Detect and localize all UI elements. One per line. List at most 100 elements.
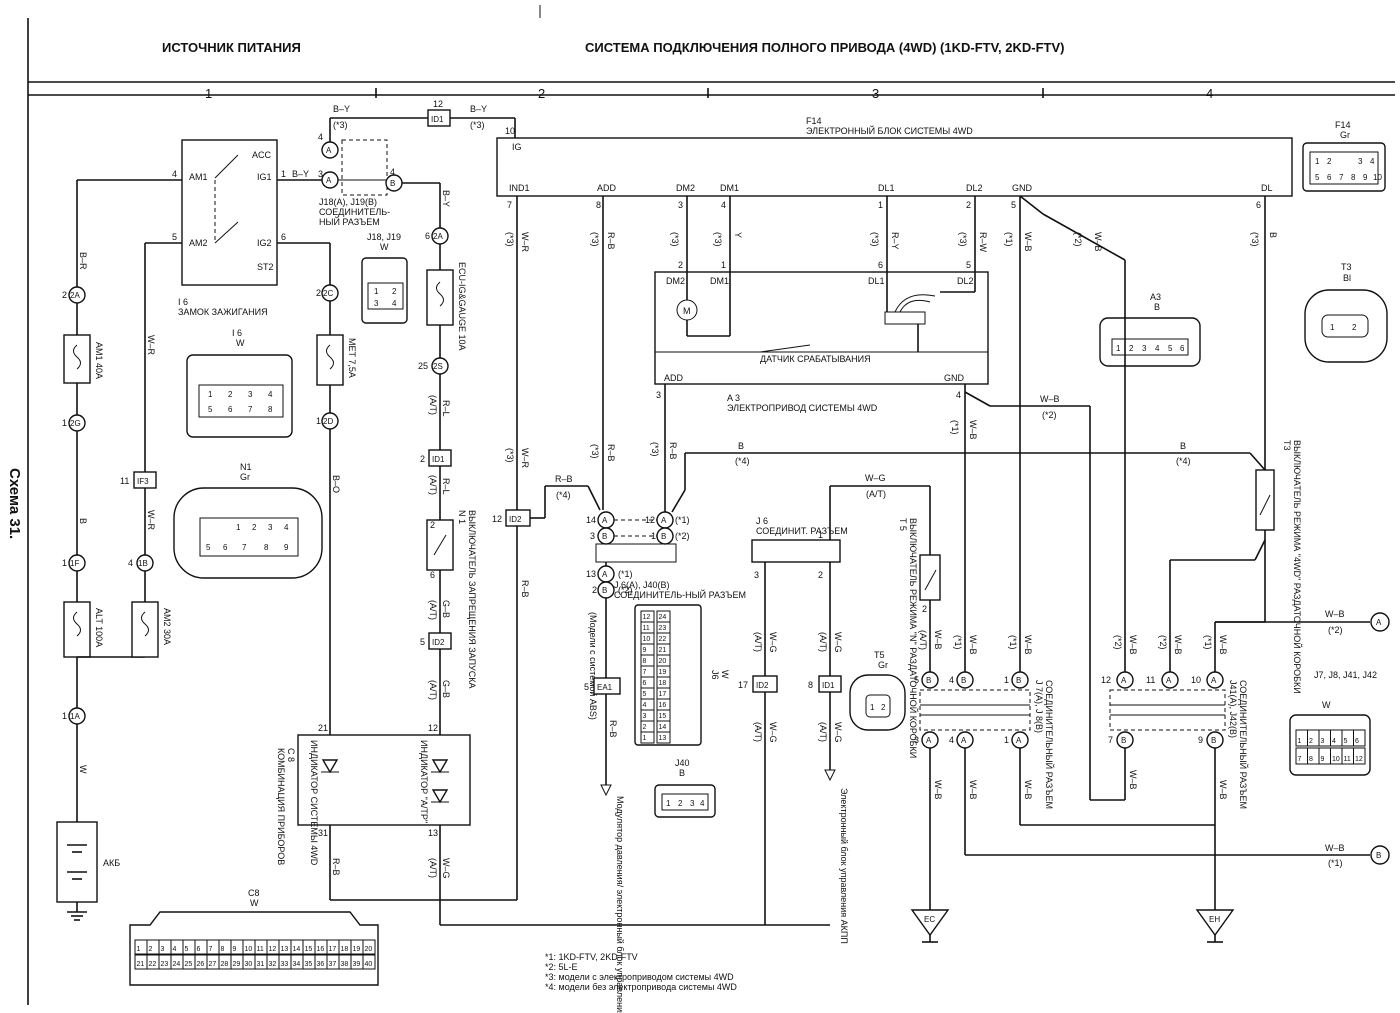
connector-pin-label: 10 <box>1332 756 1340 763</box>
svg-text:(*3): (*3) <box>505 232 515 247</box>
svg-text:3: 3 <box>318 169 323 179</box>
svg-text:4: 4 <box>956 390 961 400</box>
connector-pin-label: 6 <box>197 946 201 953</box>
svg-text:5: 5 <box>914 675 919 685</box>
svg-text:2D: 2D <box>323 417 333 426</box>
section-title-power: ИСТОЧНИК ПИТАНИЯ <box>162 40 301 55</box>
svg-text:W–B: W–B <box>1040 394 1060 404</box>
svg-text:3: 3 <box>656 390 661 400</box>
connector-pin-label: 14 <box>659 724 667 731</box>
svg-text:(*1): (*1) <box>950 420 960 435</box>
svg-text:1B: 1B <box>138 559 148 568</box>
svg-text:(*1): (*1) <box>1328 858 1343 868</box>
svg-text:GND: GND <box>1012 183 1033 193</box>
svg-text:R–B: R–B <box>608 720 618 738</box>
svg-text:Bl: Bl <box>1343 273 1351 283</box>
svg-text:5: 5 <box>1315 173 1320 182</box>
connector-pin-label: 40 <box>365 961 373 968</box>
svg-text:J18(A), J19(B): J18(A), J19(B) <box>319 197 377 207</box>
indicator-4wd-led <box>321 759 339 774</box>
svg-text:A: A <box>1016 736 1022 745</box>
connector-pin-label: 9 <box>1321 756 1325 763</box>
svg-text:5: 5 <box>206 543 211 552</box>
fuse-am2 <box>131 601 159 658</box>
connector-pin-label: 8 <box>1309 756 1313 763</box>
connector-pin-label: 19 <box>659 669 667 676</box>
connector-pin-label: 30 <box>245 961 253 968</box>
t3-switch <box>1255 469 1275 531</box>
connector-pin-label: 16 <box>317 946 325 953</box>
svg-text:(*2): (*2) <box>1042 410 1057 420</box>
svg-text:A: A <box>1166 676 1172 685</box>
svg-text:(Модели с системой ABS): (Модели с системой ABS) <box>588 612 598 720</box>
note-1: *1: 1KD-FTV, 2KD-FTV <box>545 952 638 962</box>
svg-text:2: 2 <box>392 287 397 296</box>
svg-text:4: 4 <box>128 558 133 568</box>
svg-text:(*3): (*3) <box>590 444 600 459</box>
svg-text:7: 7 <box>248 405 253 414</box>
note-4: *4: модели без электропривода системы 4W… <box>545 982 737 992</box>
svg-text:2: 2 <box>1327 157 1332 166</box>
connector-pin-label: 13 <box>659 735 667 742</box>
svg-text:I 6: I 6 <box>178 297 188 307</box>
svg-text:T 5: T 5 <box>898 518 908 531</box>
svg-text:СОЕДИНИТЕЛЬ-: СОЕДИНИТЕЛЬ- <box>319 207 390 217</box>
svg-text:4: 4 <box>392 299 397 308</box>
svg-text:B: B <box>679 768 685 778</box>
svg-text:7: 7 <box>1339 173 1344 182</box>
svg-text:A: A <box>602 570 608 579</box>
svg-text:2: 2 <box>678 260 683 270</box>
svg-text:1: 1 <box>818 530 823 540</box>
svg-text:3: 3 <box>1358 157 1363 166</box>
svg-text:(*1): (*1) <box>953 635 963 650</box>
svg-text:9: 9 <box>1363 173 1368 182</box>
svg-text:Электронный блок управления АК: Электронный блок управления АКПП <box>839 788 849 944</box>
svg-text:DL2: DL2 <box>957 276 974 286</box>
svg-text:W–B: W–B <box>1023 780 1033 800</box>
connector-pin-label: 22 <box>659 636 667 643</box>
svg-text:(*3): (*3) <box>590 232 600 247</box>
svg-text:5: 5 <box>208 405 213 414</box>
svg-text:J40: J40 <box>675 758 690 768</box>
connector-pin-label: 15 <box>659 713 667 720</box>
svg-text:J 6(A), J40(B): J 6(A), J40(B) <box>614 580 670 590</box>
svg-text:J18, J19: J18, J19 <box>367 232 401 242</box>
connector-pin-label: 5 <box>185 946 189 953</box>
battery <box>56 821 98 903</box>
svg-text:1: 1 <box>1116 344 1121 353</box>
connector-pin-label: 2 <box>1309 738 1313 745</box>
connector-pin-label: 19 <box>353 946 361 953</box>
svg-text:(*2): (*2) <box>675 531 690 541</box>
svg-text:B–Y: B–Y <box>441 190 451 207</box>
svg-text:ЭЛЕКТРОПРИВОД СИСТЕМЫ 4WD: ЭЛЕКТРОПРИВОД СИСТЕМЫ 4WD <box>727 403 878 413</box>
connector-pin-label: 23 <box>659 625 667 632</box>
fuse-met <box>316 334 344 386</box>
svg-text:5: 5 <box>1168 344 1173 353</box>
svg-text:B: B <box>1376 851 1381 860</box>
svg-text:9: 9 <box>1198 735 1203 745</box>
svg-text:A: A <box>326 176 332 185</box>
svg-text:6: 6 <box>430 570 435 580</box>
svg-text:W–B: W–B <box>1325 843 1345 853</box>
svg-text:T3: T3 <box>1282 440 1292 451</box>
svg-text:W–R: W–R <box>146 335 156 356</box>
svg-text:4: 4 <box>1155 344 1160 353</box>
svg-text:7: 7 <box>507 200 512 210</box>
svg-text:(A/T): (A/T) <box>428 680 438 700</box>
ignition-connector-i6: I 6 W 1 2 3 4 5 6 7 8 <box>186 328 293 438</box>
position-sensor-label: ДАТЧИК СРАБАТЫВАНИЯ <box>760 354 871 364</box>
svg-text:ЗАМОК ЗАЖИГАНИЯ: ЗАМОК ЗАЖИГАНИЯ <box>178 307 268 317</box>
svg-text:C 8: C 8 <box>286 748 296 762</box>
svg-text:6: 6 <box>228 405 233 414</box>
column-2: 2 <box>538 86 545 101</box>
svg-text:7: 7 <box>242 543 247 552</box>
svg-text:8: 8 <box>268 405 273 414</box>
svg-text:B: B <box>1211 736 1216 745</box>
svg-text:R–B: R–B <box>331 858 341 876</box>
connector-pin-label: 17 <box>659 691 667 698</box>
svg-text:(*2): (*2) <box>1113 635 1123 650</box>
svg-text:(A/T): (A/T) <box>918 630 928 650</box>
svg-text:T3: T3 <box>1341 262 1352 272</box>
connector-pin <box>362 954 376 970</box>
svg-text:8: 8 <box>596 200 601 210</box>
